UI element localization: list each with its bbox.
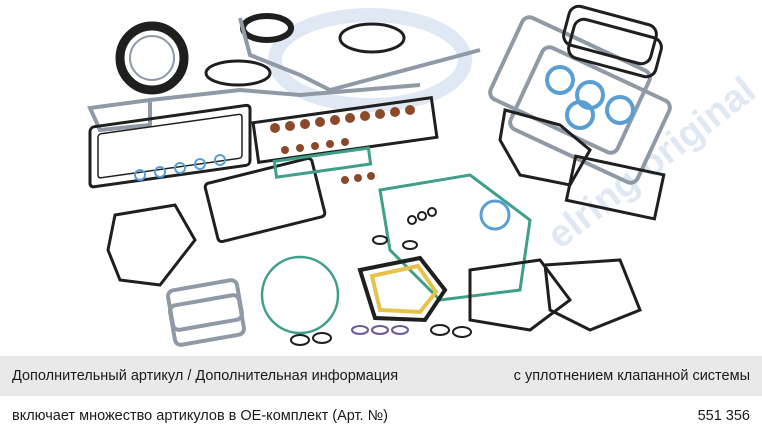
cover-gaskets-left xyxy=(88,103,327,287)
round-seals xyxy=(115,13,406,95)
detail-label: Дополнительный артикул / Дополнительная … xyxy=(12,368,399,384)
small-orings-blue xyxy=(134,154,226,181)
stacked-gasket-plates xyxy=(166,278,246,347)
small-orings-dark xyxy=(290,207,472,346)
watermark-logo: elring original xyxy=(268,8,762,257)
gasket-set-image: elring original xyxy=(87,4,762,347)
valve-stem-seals xyxy=(251,95,439,184)
detail-row-oe-article: включает множество артикулов в ОЕ-компле… xyxy=(0,396,762,436)
detail-row-additional-info: Дополнительный артикул / Дополнительная … xyxy=(0,356,762,396)
detail-value: с уплотнением клапанной системы xyxy=(513,368,750,384)
yellow-gasket xyxy=(357,255,448,323)
detail-label: включает множество артикулов в ОЕ-компле… xyxy=(12,408,388,424)
dark-cover-gaskets-right xyxy=(468,4,666,332)
oil-pan-gaskets xyxy=(87,17,481,133)
cylinder-head-gaskets xyxy=(488,15,672,185)
detail-value: 551 356 xyxy=(697,408,750,424)
purple-orings xyxy=(351,325,409,335)
green-gaskets xyxy=(260,146,532,335)
